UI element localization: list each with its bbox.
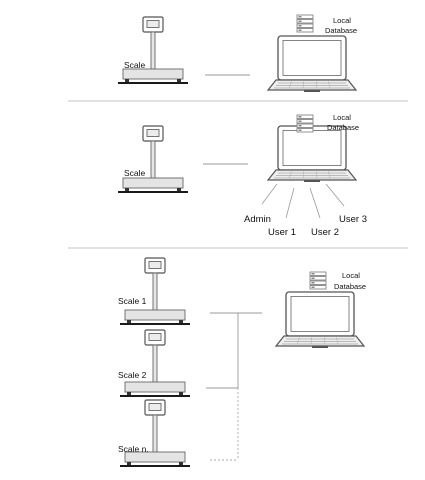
database-icon (296, 14, 314, 33)
database-label-line2: Database (334, 282, 366, 291)
section-1: Scale Local Database (117, 14, 357, 93)
user-link-user-1 (285, 187, 295, 219)
user-link-user-3 (325, 183, 345, 207)
scale-label: Scale (124, 60, 146, 70)
section-2: Scale Local Database Admin User 1 User 2… (117, 113, 367, 238)
scale-label: Scale (124, 168, 146, 178)
scale-icon (119, 257, 191, 326)
database-label-line1: Local (333, 16, 351, 25)
database-icon (309, 271, 327, 290)
laptop-icon (267, 125, 357, 183)
database-label-line1: Local (342, 271, 360, 280)
section-3: Scale 1 Scale 2 Scale n. Local Database (118, 257, 366, 468)
laptop-icon (267, 35, 357, 93)
database-label-line2: Database (327, 123, 359, 132)
user-link-admin (261, 183, 278, 205)
user-admin: Admin (244, 214, 271, 225)
scale-label: Scale 1 (118, 296, 147, 306)
scale-icon (119, 329, 191, 398)
database-label-line2: Database (325, 26, 357, 35)
laptop-icon (275, 291, 365, 349)
user-3: User 3 (339, 214, 367, 225)
user-link-user-2 (309, 187, 321, 219)
user-2: User 2 (311, 227, 339, 238)
scale-label: Scale 2 (118, 370, 147, 380)
database-icon (296, 114, 314, 133)
scale-label: Scale n. (118, 444, 149, 454)
scale-icon (119, 399, 191, 468)
user-1: User 1 (268, 227, 296, 238)
scale-icon (117, 16, 189, 85)
database-label-line1: Local (333, 113, 351, 122)
scale-icon (117, 125, 189, 194)
